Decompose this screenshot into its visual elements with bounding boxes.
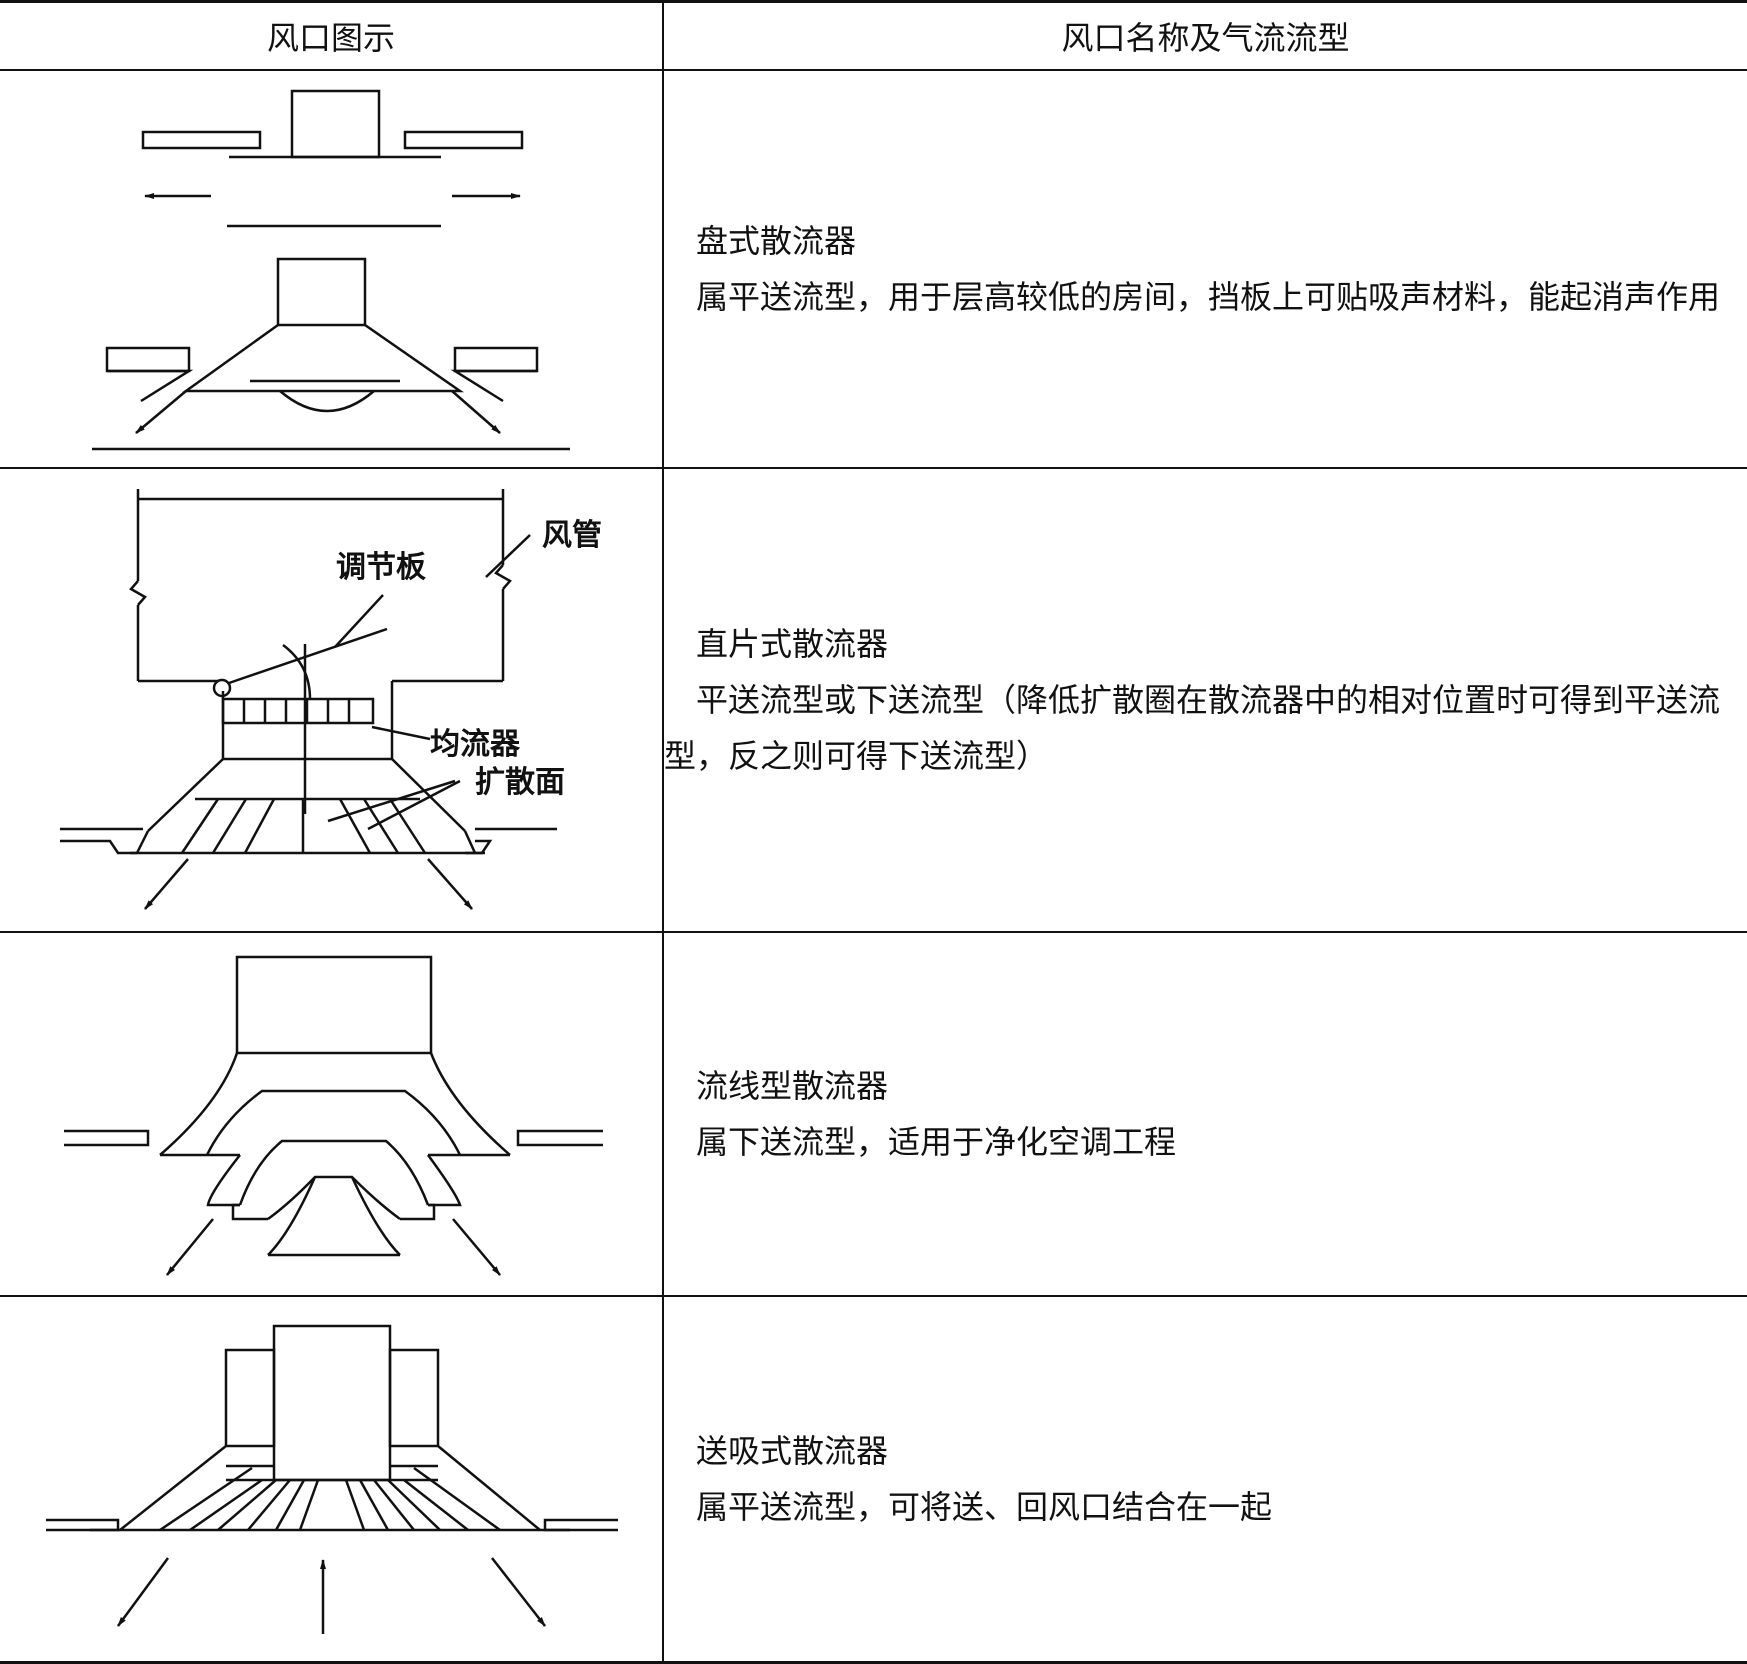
- label-duct: 风管: [542, 518, 602, 553]
- description-cell: 流线型散流器 属下送流型，适用于净化空调工程: [663, 932, 1747, 1297]
- straight-blade-diffuser-figure: 风管 调节板 均流器 扩散面: [60, 489, 602, 910]
- supply-return-diffuser-figure: [46, 1324, 618, 1634]
- figure-cell: [0, 1296, 664, 1664]
- description-cell: 盘式散流器 属平送流型，用于层高较低的房间，挡板上可贴吸声材料，能起消声作用: [663, 70, 1747, 469]
- figure-cell: [0, 932, 664, 1297]
- diffuser-name: 送吸式散流器: [696, 1431, 889, 1470]
- diffuser-name: 直片式散流器: [696, 625, 889, 663]
- description-cell: 直片式散流器 平送流型或下送流型（降低扩散圈在散流器中的相对位置时可得到平送流型…: [663, 468, 1747, 933]
- diffuser-description: 属下送流型，适用于净化空调工程: [696, 1123, 1177, 1161]
- header-figure: 风口图示: [0, 0, 664, 71]
- table-row: 流线型散流器 属下送流型，适用于净化空调工程: [0, 932, 1747, 1297]
- diffuser-description: 属平送流型，可将送、回风口结合在一起: [696, 1487, 1273, 1526]
- diffuser-description: 属平送流型，用于层高较低的房间，挡板上可贴吸声材料，能起消声作用: [696, 278, 1721, 316]
- streamline-diffuser-figure: [64, 955, 603, 1276]
- diffuser-name: 盘式散流器: [696, 222, 857, 260]
- table-row: 风管 调节板 均流器 扩散面 直片式散流器 平送流型或下送流型（降低扩散圈在散流…: [0, 468, 1747, 933]
- label-diffuser-surface: 扩散面: [475, 765, 565, 800]
- figure-cell: 风管 调节板 均流器 扩散面: [0, 468, 664, 933]
- figure-cell: [0, 70, 664, 469]
- label-equalizer: 均流器: [430, 727, 521, 762]
- plate-diffuser-figure: [92, 89, 570, 451]
- table-header-row: 风口图示 风口名称及气流流型: [0, 0, 1747, 71]
- table-row: 送吸式散流器 属平送流型，可将送、回风口结合在一起: [0, 1296, 1747, 1664]
- diffuser-name: 流线型散流器: [696, 1067, 889, 1105]
- label-damper: 调节板: [336, 550, 426, 585]
- description-cell: 送吸式散流器 属平送流型，可将送、回风口结合在一起: [663, 1296, 1747, 1664]
- header-name-and-flow: 风口名称及气流流型: [663, 0, 1747, 71]
- diffuser-description: 平送流型或下送流型（降低扩散圈在散流器中的相对位置时可得到平送流型，反之则可得下…: [664, 681, 1721, 775]
- table-row: 盘式散流器 属平送流型，用于层高较低的房间，挡板上可贴吸声材料，能起消声作用: [0, 70, 1747, 469]
